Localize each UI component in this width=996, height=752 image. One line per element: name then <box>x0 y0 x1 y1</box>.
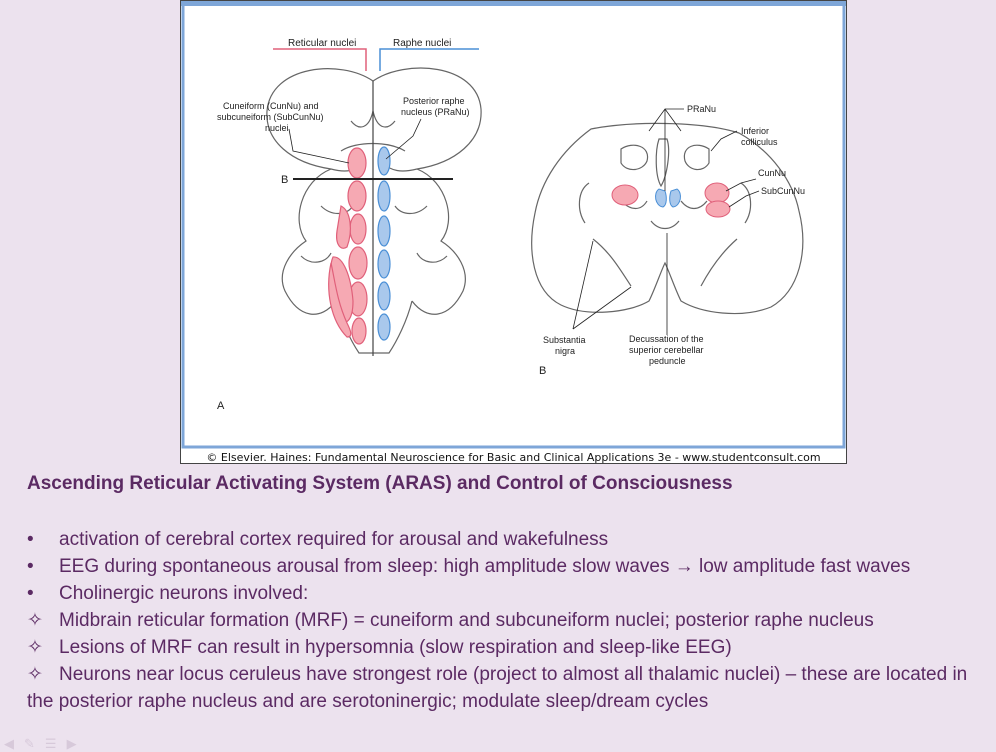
cuneiform-label-1: Cuneiform (CunNu) and <box>223 101 319 111</box>
figure-caption: © Elsevier. Haines: Fundamental Neurosci… <box>206 451 821 464</box>
cunnu-left <box>611 184 639 206</box>
raphe-bracket <box>379 48 479 71</box>
bullet-list: • activation of cerebral cortex required … <box>27 526 987 715</box>
reticular-bracket <box>273 48 367 71</box>
bullet-item: • Cholinergic neurons involved: <box>27 580 987 607</box>
sub-bullet-text: Midbrain reticular formation (MRF) = cun… <box>59 610 874 631</box>
subcunnu-right <box>705 200 731 218</box>
cuneiform-label-2: subcuneiform (SubCunNu) <box>217 112 324 122</box>
sub-bullet-marker: ✧ <box>27 610 43 631</box>
brainstem-figure: Reticular nuclei Raphe nuclei <box>181 1 846 449</box>
reticular-nuclei-shapes <box>328 147 368 345</box>
posterior-raphe-label-1: Posterior raphe <box>403 96 465 106</box>
figure-frame: Reticular nuclei Raphe nuclei <box>180 0 847 464</box>
section-b-label: B <box>281 174 288 186</box>
menu-icon[interactable]: ☰ <box>44 736 57 751</box>
raphe-nuclei-shapes <box>377 146 391 341</box>
inferior-colliculus-label-2: colliculus <box>741 137 778 147</box>
subcunnu-label: SubCunNu <box>761 186 805 196</box>
cross-section-outline <box>531 122 804 315</box>
bullet-item: • EEG during spontaneous arousal from sle… <box>27 553 987 580</box>
leader-lines-b <box>572 108 760 335</box>
sub-bullet-marker: ✧ <box>27 664 43 685</box>
bullet-text: EEG during spontaneous arousal from slee… <box>59 556 911 577</box>
sub-bullet-text: Neurons near locus ceruleus have stronge… <box>27 664 968 712</box>
sub-bullet-marker: ✧ <box>27 637 43 658</box>
sub-bullet-item: ✧ Midbrain reticular formation (MRF) = cu… <box>27 607 987 634</box>
cross-section-nuclei <box>611 182 731 218</box>
arrow-right-icon[interactable]: ▶ <box>66 736 77 751</box>
decussation-label-3: peduncle <box>649 356 686 366</box>
slide-title: Ascending Reticular Activating System (A… <box>27 473 733 494</box>
inferior-colliculus-label-1: Inferior <box>741 126 769 136</box>
reticular-nuclei-label: Reticular nuclei <box>288 38 356 49</box>
panel-a-label: A <box>217 400 225 412</box>
inner-frame <box>181 1 846 449</box>
posterior-raphe-label-2: nucleus (PRaNu) <box>401 107 470 117</box>
cunnu-label: CunNu <box>758 168 786 178</box>
sub-bullet-item: ✧ Lesions of MRF can result in hypersomni… <box>27 634 987 661</box>
sub-bullet-text: Lesions of MRF can result in hypersomnia… <box>59 637 732 658</box>
substantia-nigra-label-2: nigra <box>555 346 575 356</box>
decussation-label-1: Decussation of the <box>629 334 704 344</box>
cuneiform-label-3: nuclei <box>265 123 289 133</box>
bullet-marker: • <box>27 583 34 604</box>
bullet-text: activation of cerebral cortex required f… <box>59 529 609 550</box>
slideshow-nav: ◀ ✎ ☰ ▶ <box>4 736 77 752</box>
raphe-nuclei-label: Raphe nuclei <box>393 38 451 49</box>
cunnu-right <box>704 182 730 204</box>
pranu-shape <box>655 188 681 208</box>
arrow-left-icon[interactable]: ◀ <box>4 736 14 751</box>
bullet-item: • activation of cerebral cortex required … <box>27 526 987 553</box>
pranu-label: PRaNu <box>687 104 716 114</box>
pen-icon[interactable]: ✎ <box>24 736 35 751</box>
bullet-marker: • <box>27 556 34 577</box>
bullet-text: Cholinergic neurons involved: <box>59 583 309 604</box>
sub-bullet-item: ✧Neurons near locus ceruleus have strong… <box>27 661 987 715</box>
bullet-marker: • <box>27 529 34 550</box>
decussation-label-2: superior cerebellar <box>629 345 704 355</box>
panel-b-label: B <box>539 365 546 377</box>
substantia-nigra-label-1: Substantia <box>543 335 586 345</box>
leader-lines-a <box>288 118 422 164</box>
